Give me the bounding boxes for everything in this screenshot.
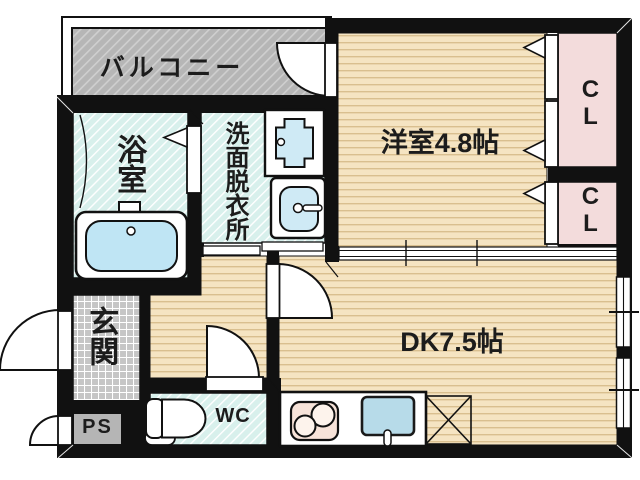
refrigerator-space-icon [425, 395, 472, 445]
room-entrance [72, 294, 141, 402]
room-pipe-space [72, 412, 123, 446]
entrance-door [0, 308, 73, 371]
window-upper [609, 276, 639, 348]
sliding-door-washroom [202, 241, 324, 256]
corner-miters [56, 17, 633, 459]
bath-wall-curve [79, 114, 88, 209]
wc-door [205, 324, 264, 392]
hallway-dk-door [265, 262, 334, 319]
bathtub-icon [74, 201, 189, 281]
room-western [337, 32, 548, 248]
sliding-door-western-dk [338, 240, 618, 266]
window-lower [609, 357, 639, 429]
service-door [28, 414, 73, 446]
washbasin-icon [269, 176, 327, 240]
washing-machine-icon [263, 108, 326, 178]
closet-doors [522, 34, 559, 245]
bathroom-folding-door [161, 125, 202, 194]
toilet-icon [144, 398, 207, 446]
room-closet-lower [557, 181, 618, 246]
kitchen-counter [278, 390, 428, 448]
balcony-door [275, 42, 338, 98]
stove-icon [289, 400, 340, 442]
room-closet-upper [557, 32, 618, 168]
kitchen-sink-icon [360, 395, 416, 447]
balcony-outline [61, 16, 332, 101]
